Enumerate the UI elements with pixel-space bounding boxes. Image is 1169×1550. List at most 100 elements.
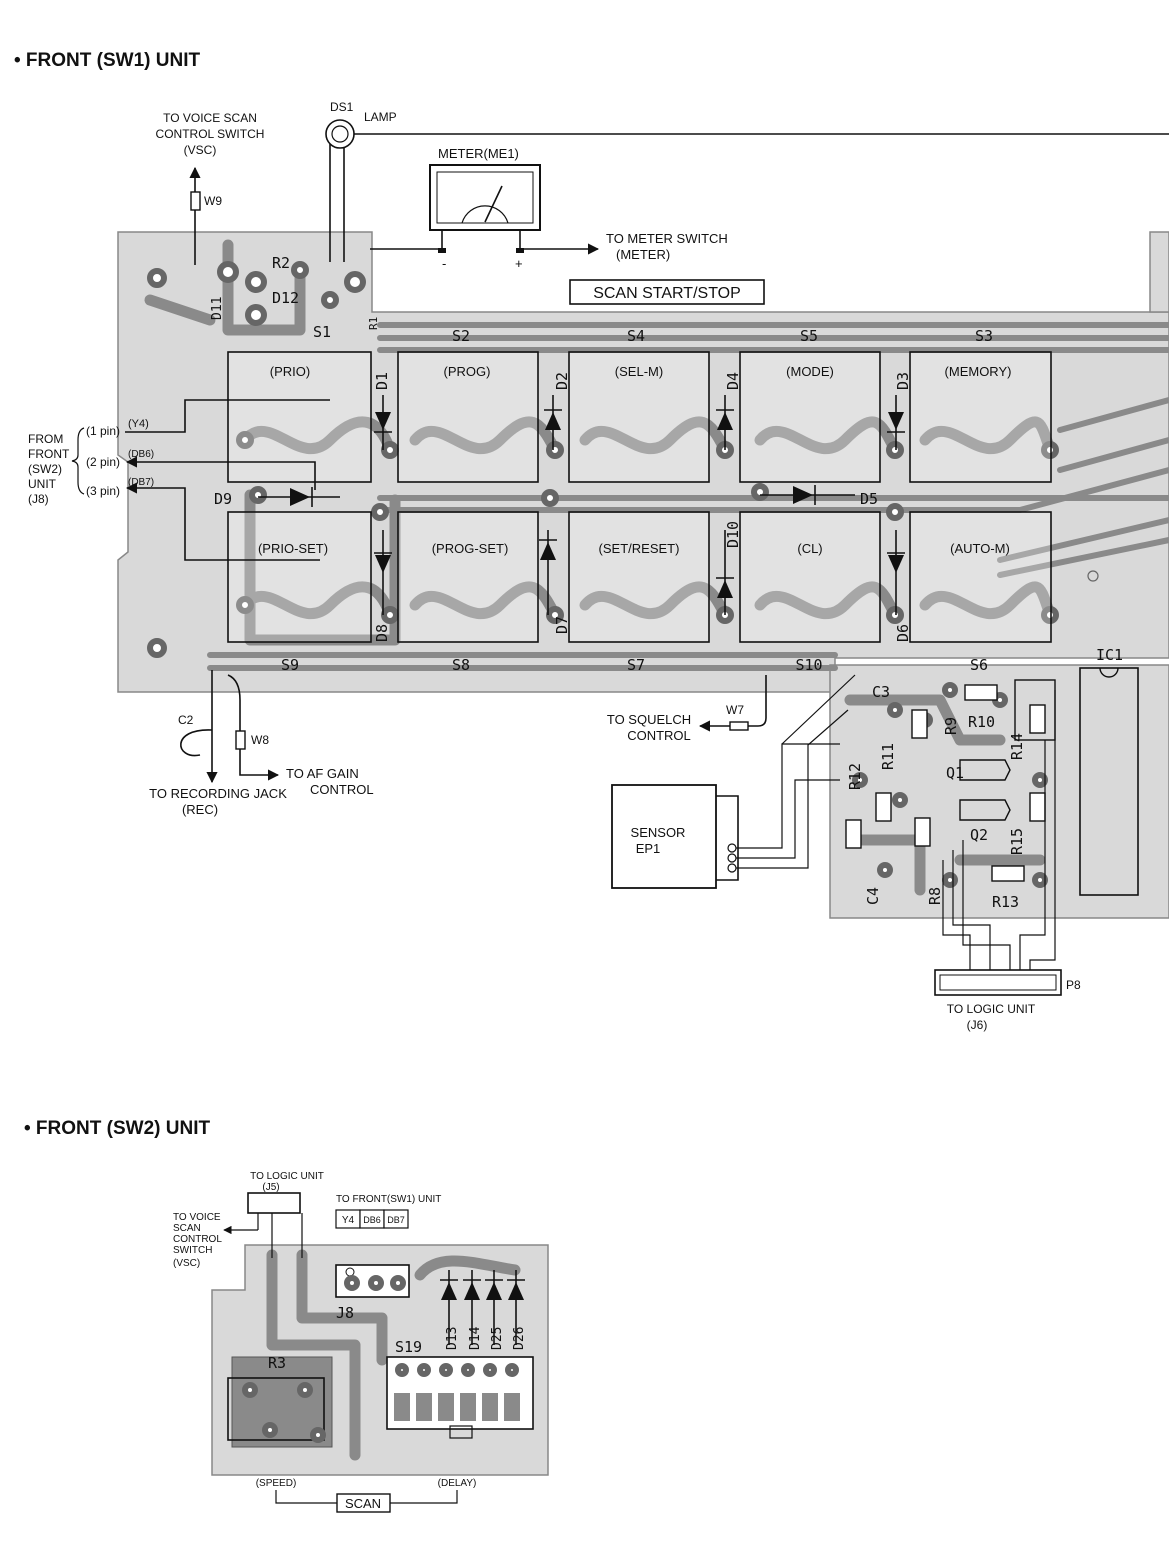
pcb-trace xyxy=(919,416,1056,456)
component-label: IC1 xyxy=(1096,646,1123,664)
pcb-trace xyxy=(377,397,1169,513)
resistor-body xyxy=(911,709,928,739)
switch-id: S5 xyxy=(800,327,818,345)
switch-label: (PRIO-SET) xyxy=(258,541,328,556)
sw1-section-title: • FRONT (SW1) UNIT xyxy=(14,50,201,71)
diode-d6 xyxy=(887,530,905,615)
switch-prio xyxy=(227,351,372,483)
diode-label: D4 xyxy=(724,372,742,390)
from-front-brace xyxy=(71,427,85,495)
switch-grid xyxy=(227,351,1052,643)
to-af-label: CONTROL xyxy=(310,782,374,797)
component-label: Q1 xyxy=(946,764,964,782)
component-label: C4 xyxy=(864,887,882,905)
pcb-trace xyxy=(414,1255,521,1281)
lamp-ds1 xyxy=(325,119,1169,262)
switch-label: (PRIO) xyxy=(270,364,310,379)
switch-label: (SET/RESET) xyxy=(599,541,680,556)
component-label: R14 xyxy=(1008,733,1026,760)
to-vsc-sw2-label: CONTROL xyxy=(173,1234,222,1245)
to-vsc-label: TO VOICE SCAN xyxy=(163,111,257,125)
component-label: Q2 xyxy=(970,826,988,844)
ic1-body xyxy=(1079,667,1139,896)
sw2-pad xyxy=(297,1382,313,1398)
component-label: R15 xyxy=(1008,828,1026,855)
db6-label: (DB6) xyxy=(128,449,154,460)
switch-auto-m xyxy=(909,511,1052,643)
conn-label-box xyxy=(383,1209,409,1229)
conn-label: DB6 xyxy=(363,1215,381,1225)
diode-label: D2 xyxy=(553,372,571,390)
pcb-trace xyxy=(239,416,396,456)
diode-label: D7 xyxy=(553,616,571,634)
switch-label: (PROG) xyxy=(444,364,491,379)
sw2-pad xyxy=(262,1422,278,1438)
component-label: C3 xyxy=(872,683,890,701)
resistor-body xyxy=(991,865,1025,882)
from-front-label: (J8) xyxy=(28,492,49,506)
diode-label: D3 xyxy=(894,372,912,390)
pcb-trace xyxy=(579,416,731,456)
switch-id: S10 xyxy=(795,656,822,674)
sw1-pads xyxy=(147,261,1099,658)
switch-id: S3 xyxy=(975,327,993,345)
pcb-trace xyxy=(377,322,1169,353)
component-label: R9 xyxy=(942,717,960,735)
sw2-pad xyxy=(368,1275,384,1291)
c2-label: C2 xyxy=(178,713,194,727)
diode-label: D12 xyxy=(272,289,299,307)
diode-label: D9 xyxy=(214,490,232,508)
diode-d7 xyxy=(539,530,557,615)
scan-box xyxy=(336,1493,391,1513)
to-logic-label: (J6) xyxy=(967,1018,988,1032)
diode-label: D6 xyxy=(894,624,912,642)
to-logic-j5-label: TO LOGIC UNIT xyxy=(250,1171,324,1182)
switch-id: S1 xyxy=(313,323,331,341)
sw2-pad xyxy=(344,1275,360,1291)
pin-label: (3 pin) xyxy=(86,484,120,498)
ic1-notch xyxy=(1099,667,1119,678)
switch-id: S8 xyxy=(452,656,470,674)
scan-bracket xyxy=(275,1490,458,1504)
switch-memory xyxy=(909,351,1052,483)
diode-label: D14 xyxy=(468,1326,483,1350)
to-vsc-sw2-label: SWITCH xyxy=(173,1245,212,1256)
p8-label: P8 xyxy=(1066,978,1081,992)
from-front-label: (SW2) xyxy=(28,462,62,476)
sensor-wires xyxy=(716,674,856,881)
scan-label: SCAN xyxy=(345,1496,381,1511)
j8-label: J8 xyxy=(336,1304,354,1322)
switch-sel-m xyxy=(568,351,710,483)
switch-label: (SEL-M) xyxy=(615,364,663,379)
component-label: R10 xyxy=(968,713,995,731)
from-front-label: UNIT xyxy=(28,477,57,491)
diode-label: D11 xyxy=(210,297,225,320)
component-label: R2 xyxy=(272,254,290,272)
transistor-q1 xyxy=(959,759,1011,781)
switch-label: (MEMORY) xyxy=(945,364,1012,379)
conn-label: Y4 xyxy=(342,1215,355,1226)
switch-mode xyxy=(739,351,881,483)
s19-label: S19 xyxy=(395,1338,422,1356)
switch-prog-set xyxy=(397,511,539,643)
c2-w8-wires xyxy=(180,670,280,784)
pcb-trace xyxy=(997,517,1169,578)
pcb-trace xyxy=(296,1249,388,1366)
diode-d8 xyxy=(374,530,392,615)
component-label: R12 xyxy=(846,763,864,790)
resistor-body xyxy=(1029,792,1046,822)
to-front-sw1-label: TO FRONT(SW1) UNIT xyxy=(336,1194,441,1205)
from-front-label: FRONT xyxy=(28,447,70,461)
pin3-wire xyxy=(125,482,320,561)
switch-cl xyxy=(739,511,881,643)
switch-prog xyxy=(397,351,539,483)
switch-set-reset xyxy=(568,511,710,643)
db7-label: (DB7) xyxy=(128,477,154,488)
to-vsc-sw2-label: SCAN xyxy=(173,1223,201,1234)
pcb-trace xyxy=(144,294,216,326)
meter-minus-label: - xyxy=(442,256,446,271)
to-af-label: TO AF GAIN xyxy=(286,766,359,781)
sw2-pad xyxy=(310,1427,326,1443)
s19-contacts xyxy=(394,1363,520,1439)
